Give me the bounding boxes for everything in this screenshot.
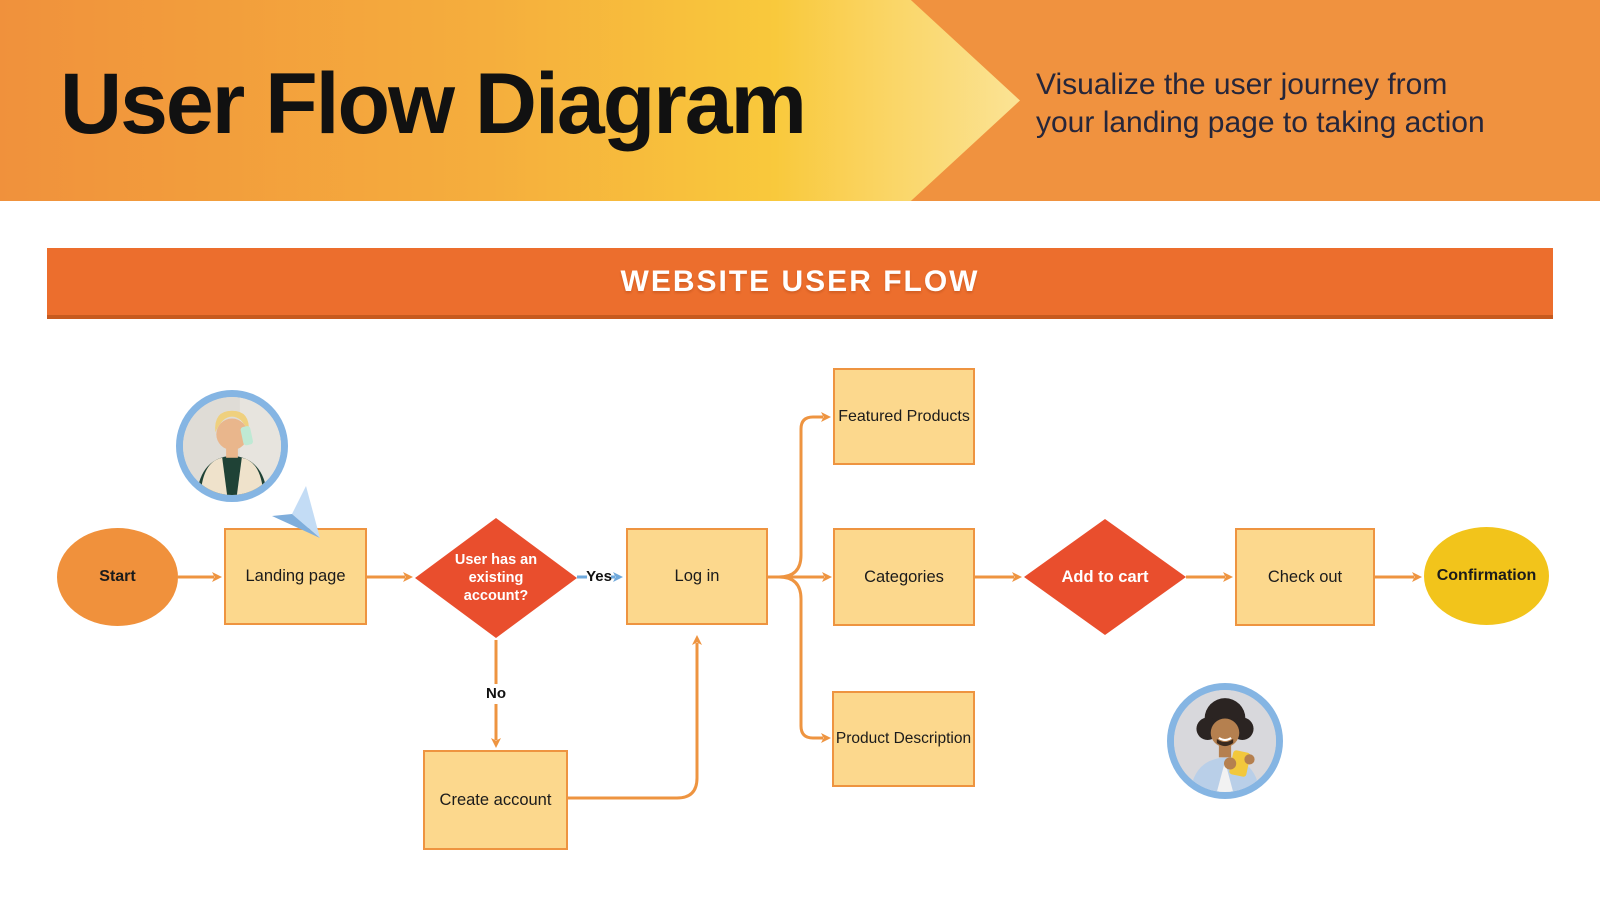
edge-login-product-description <box>768 575 831 743</box>
customer-illustration <box>1174 690 1276 792</box>
page-subtitle: Visualize the user journey from your lan… <box>1036 66 1536 142</box>
avatar-photo-caller <box>176 390 288 502</box>
node-log-in: Log in <box>626 528 768 625</box>
edge-create-account-login <box>568 635 702 800</box>
node-account-decision-label: User has an existing account? <box>454 552 538 604</box>
node-check-out-label: Check out <box>1267 567 1343 586</box>
section-banner: WEBSITE USER FLOW <box>47 248 1553 319</box>
page-title: User Flow Diagram <box>60 56 807 152</box>
subtitle-line-2: your landing page to taking action <box>1036 106 1485 139</box>
cursor-icon <box>268 484 324 542</box>
node-featured-products-label: Featured Products <box>838 407 970 425</box>
node-landing-page-label: Landing page <box>245 567 346 585</box>
node-product-description: Product Description <box>832 691 975 787</box>
node-create-account: Create account <box>423 750 568 850</box>
node-account-decision: User has an existing account? <box>415 518 577 638</box>
node-start-label: Start <box>99 568 136 585</box>
edge-login-featured <box>768 412 831 579</box>
node-categories: Categories <box>833 528 975 626</box>
node-featured-products: Featured Products <box>833 368 975 465</box>
cursor-icon-shape <box>272 486 320 538</box>
node-check-out: Check out <box>1235 528 1375 626</box>
node-add-to-cart-label: Add to cart <box>1061 568 1149 586</box>
gradient-arrow-shape <box>0 0 1020 201</box>
node-confirmation-label: Confirmation <box>1436 567 1537 584</box>
edge-label-no: No <box>481 684 511 704</box>
avatar-photo-customer <box>1167 683 1283 799</box>
caller-illustration <box>183 397 281 495</box>
node-categories-label: Categories <box>864 567 944 586</box>
node-create-account-label: Create account <box>439 790 552 809</box>
node-product-description-label: Product Description <box>835 730 972 747</box>
node-log-in-label: Log in <box>674 567 720 585</box>
section-title: WEBSITE USER FLOW <box>620 264 980 298</box>
subtitle-line-1: Visualize the user journey from <box>1036 68 1448 101</box>
node-confirmation: Confirmation <box>1424 527 1549 625</box>
edge-label-yes: Yes <box>586 568 612 585</box>
node-add-to-cart: Add to cart <box>1024 519 1186 635</box>
node-start: Start <box>57 528 178 626</box>
node-landing-page: Landing page <box>224 528 367 625</box>
header-banner: User Flow Diagram Visualize the user jou… <box>0 0 1600 201</box>
